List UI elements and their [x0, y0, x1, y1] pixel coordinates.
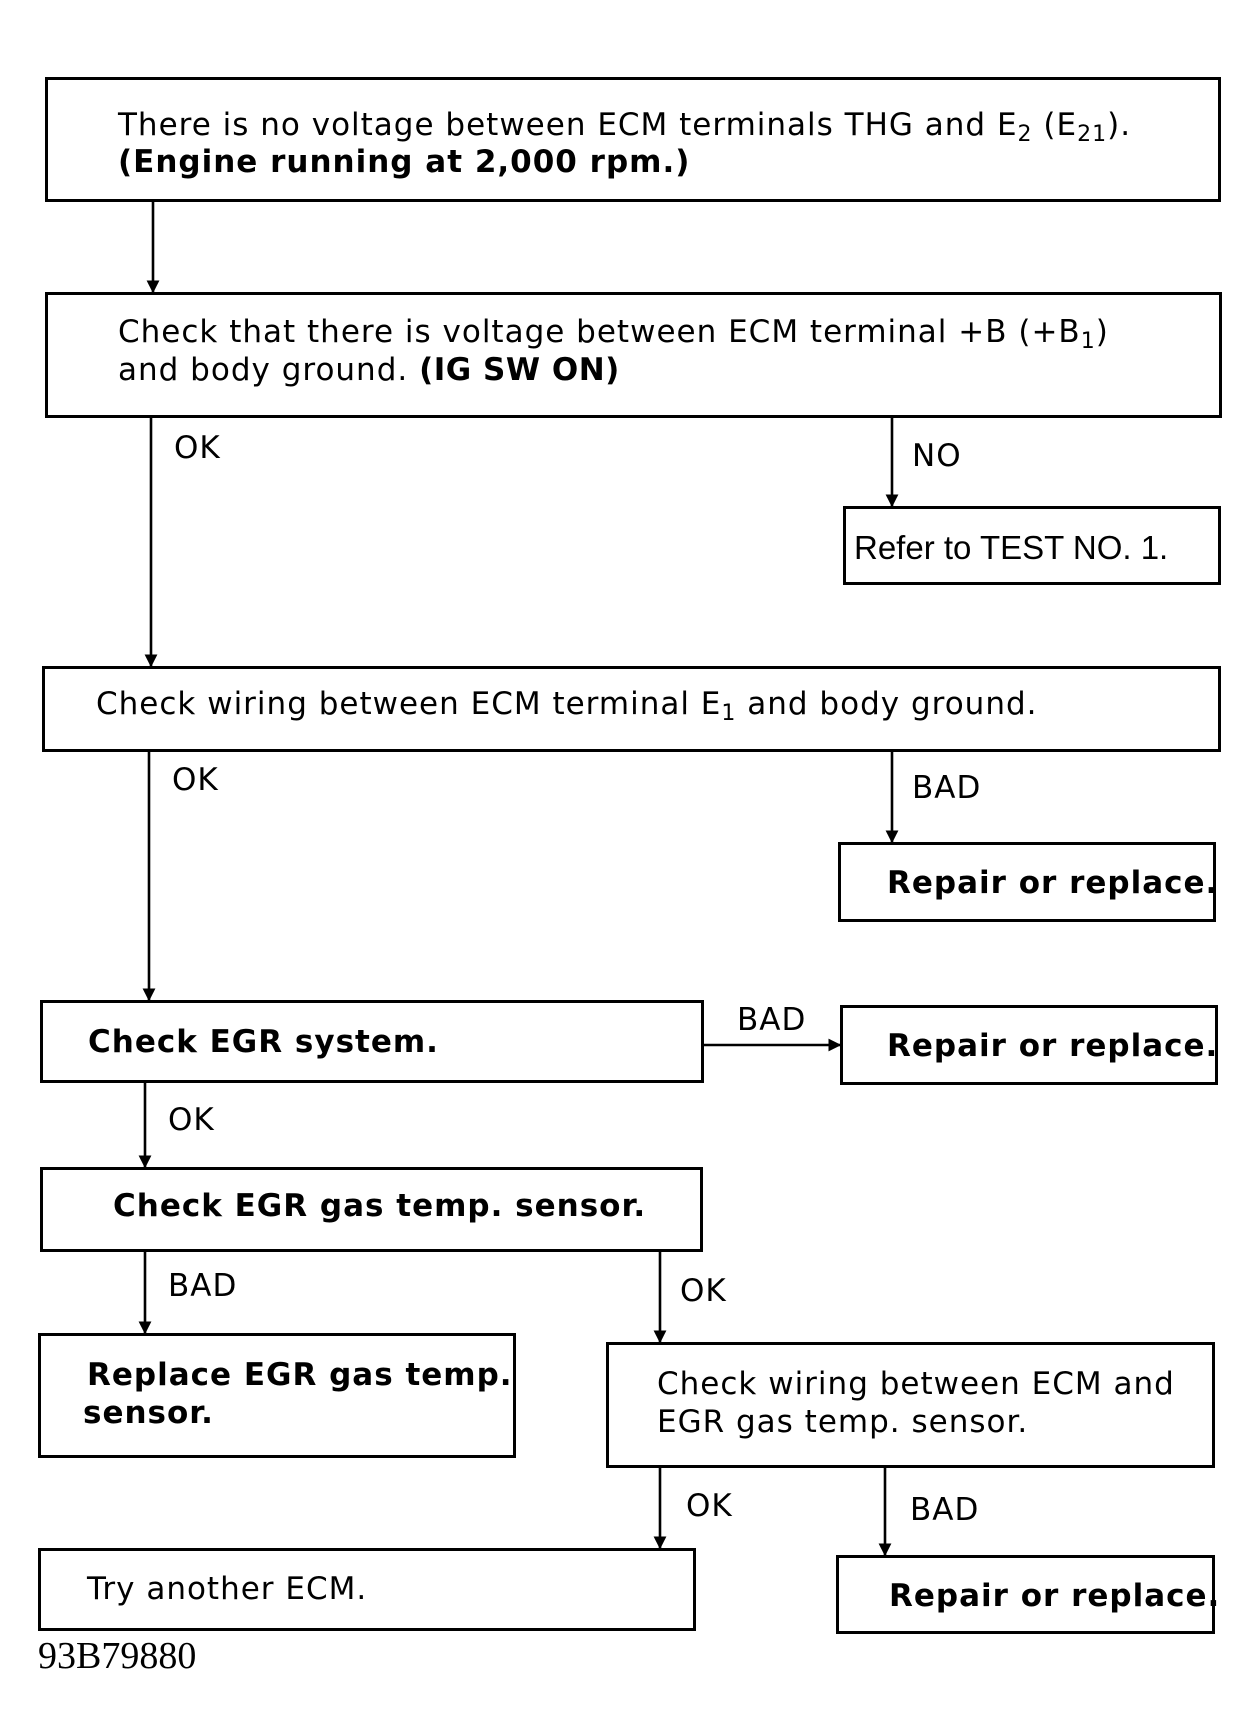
- label-ok-2: OK: [172, 762, 219, 798]
- box-replace-egr-sensor-line2: sensor.: [83, 1395, 214, 1431]
- label-ok-3: OK: [168, 1102, 215, 1138]
- label-no-1: NO: [912, 438, 962, 474]
- box-check-wiring-e1: Check wiring between ECM terminal E1 and…: [42, 666, 1221, 752]
- box-no-voltage: There is no voltage between ECM terminal…: [45, 77, 1221, 202]
- box-check-wiring-ecm-sensor-line1: Check wiring between ECM and: [657, 1366, 1175, 1402]
- box-repair-replace-2-text: Repair or replace.: [887, 1028, 1219, 1064]
- box-repair-replace-1: Repair or replace.: [838, 842, 1219, 922]
- figure-code: 93B79880: [38, 1635, 197, 1677]
- label-ok-1: OK: [174, 430, 221, 466]
- box-check-egr-temp-sensor-text: Check EGR gas temp. sensor.: [113, 1188, 647, 1224]
- box-try-another-ecm-text: Try another ECM.: [87, 1571, 368, 1607]
- label-bad-3: BAD: [168, 1268, 238, 1304]
- box-replace-egr-sensor: Replace EGR gas temp. sensor.: [38, 1333, 516, 1458]
- box-refer-test-1: Refer to TEST NO. 1.: [843, 506, 1221, 585]
- label-bad-4: BAD: [910, 1492, 980, 1528]
- box-check-voltage-b: Check that there is voltage between ECM …: [45, 292, 1222, 418]
- box-replace-egr-sensor-line1: Replace EGR gas temp.: [87, 1357, 513, 1393]
- box-repair-replace-1-text: Repair or replace.: [887, 865, 1219, 901]
- box-repair-replace-3-text: Repair or replace.: [889, 1578, 1221, 1614]
- label-bad-1: BAD: [912, 770, 982, 806]
- box-check-voltage-b-line2: and body ground. (IG SW ON): [118, 352, 620, 388]
- box-repair-replace-3: Repair or replace.: [836, 1555, 1219, 1634]
- box-check-egr-system: Check EGR system.: [40, 1000, 704, 1083]
- label-ok-4: OK: [680, 1273, 727, 1309]
- box-check-wiring-ecm-sensor-line2: EGR gas temp. sensor.: [657, 1404, 1029, 1440]
- box-refer-test-1-text: Refer to TEST NO. 1.: [854, 529, 1169, 566]
- box-check-voltage-b-line1: Check that there is voltage between ECM …: [118, 314, 1109, 354]
- box-check-egr-temp-sensor: Check EGR gas temp. sensor.: [40, 1167, 703, 1252]
- box-try-another-ecm: Try another ECM.: [38, 1548, 696, 1631]
- label-bad-2: BAD: [737, 1002, 807, 1038]
- box-check-egr-system-text: Check EGR system.: [88, 1024, 439, 1060]
- box-no-voltage-line1: There is no voltage between ECM terminal…: [118, 107, 1132, 147]
- box-no-voltage-line2: (Engine running at 2,000 rpm.): [118, 144, 691, 180]
- box-repair-replace-2: Repair or replace.: [840, 1005, 1218, 1085]
- box-check-wiring-e1-text: Check wiring between ECM terminal E1 and…: [96, 686, 1038, 726]
- label-ok-5: OK: [686, 1488, 733, 1524]
- box-check-wiring-ecm-sensor: Check wiring between ECM and EGR gas tem…: [606, 1342, 1215, 1468]
